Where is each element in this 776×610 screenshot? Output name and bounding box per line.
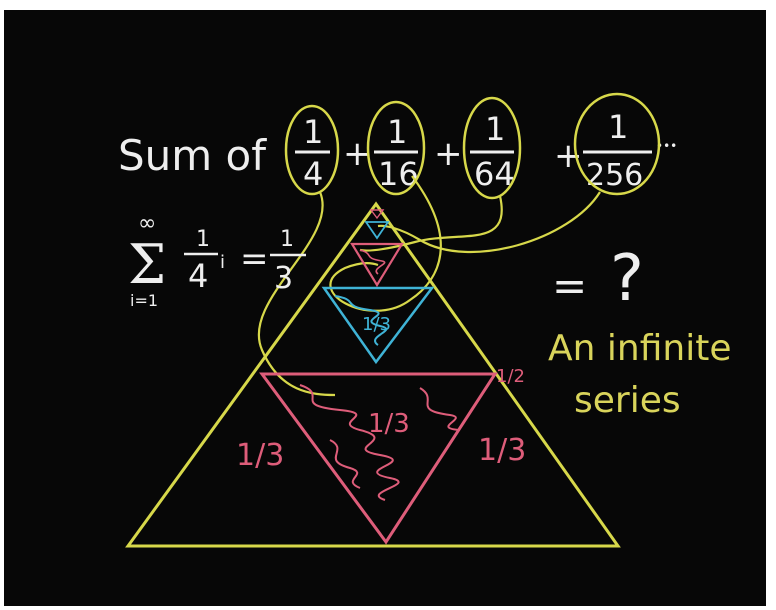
result-numerator: 1 <box>280 227 294 252</box>
sum-of-label: Sum of <box>118 131 267 180</box>
connector-quarter <box>258 191 336 397</box>
infinity-symbol: ∞ <box>138 211 156 236</box>
fraction-1-denominator: 4 <box>303 155 323 193</box>
result-denominator: 3 <box>274 261 293 296</box>
label-corner-half: 1/2 <box>496 366 525 387</box>
fraction-2-numerator: 1 <box>387 113 407 151</box>
question-equals: = <box>552 261 587 310</box>
heading: Sum of 1 4 + 1 16 + 1 64 + 1 256 ••• <box>118 108 677 193</box>
question-group: = ? <box>552 242 644 316</box>
formula-equals: = <box>240 239 269 279</box>
tiny-cyan-triangle <box>364 221 390 240</box>
connector-sixtyfourth <box>359 195 503 252</box>
ellipsis: ••• <box>656 139 677 153</box>
sigma-lower-bound: i=1 <box>130 291 158 310</box>
large-pink-triangle <box>259 372 498 545</box>
fraction-circles <box>284 92 661 200</box>
sigma-symbol: Σ <box>128 233 166 296</box>
plus-sign-2: + <box>434 134 463 174</box>
label-right-third: 1/3 <box>478 433 526 468</box>
triangle-labels: 1/3 1/3 1/3 1/2 <box>236 366 526 473</box>
cyan-scribble <box>334 295 388 346</box>
fraction-2-denominator: 16 <box>378 155 419 193</box>
frame-border-left <box>0 0 4 610</box>
frame-border-bottom <box>0 606 776 610</box>
term-denominator: 4 <box>188 257 208 295</box>
fraction-4-numerator: 1 <box>608 108 628 146</box>
tiny-pink-triangle <box>369 209 385 220</box>
term-exponent: i <box>220 252 225 273</box>
caption-line-1: An infinite <box>548 328 731 369</box>
circle-fraction-3 <box>462 96 522 200</box>
small-pink-triangle <box>350 242 404 288</box>
label-left-third: 1/3 <box>236 438 284 473</box>
frame-border-right <box>766 0 776 610</box>
outer-triangle <box>125 201 621 548</box>
fraction-3-denominator: 64 <box>474 155 515 193</box>
small-pink-triangle-outline <box>350 242 404 288</box>
fraction-3-numerator: 1 <box>485 110 505 148</box>
cyan-triangle <box>321 286 435 365</box>
large-pink-triangle-outline <box>259 372 498 545</box>
cyan-triangle-outline <box>321 286 435 365</box>
frame-border-top <box>0 0 776 10</box>
summation-formula: ∞ Σ i=1 1 4 i = 1 3 <box>128 211 306 310</box>
question-mark: ? <box>610 242 644 316</box>
plus-sign-1: + <box>343 134 372 174</box>
circle-fraction-1 <box>284 104 340 196</box>
circle-fraction-4 <box>573 92 661 196</box>
plus-sign-3: + <box>554 136 583 176</box>
label-center-third: 1/3 <box>368 409 410 439</box>
small-pink-scribble <box>359 249 386 275</box>
caption: An infinite series <box>548 328 731 421</box>
caption-line-2: series <box>574 380 681 421</box>
fraction-1-numerator: 1 <box>303 113 323 151</box>
label-cyan-third: 1/3 <box>362 314 391 335</box>
large-pink-scribble <box>299 384 461 501</box>
term-numerator: 1 <box>196 227 210 252</box>
circle-fraction-2 <box>366 100 426 196</box>
